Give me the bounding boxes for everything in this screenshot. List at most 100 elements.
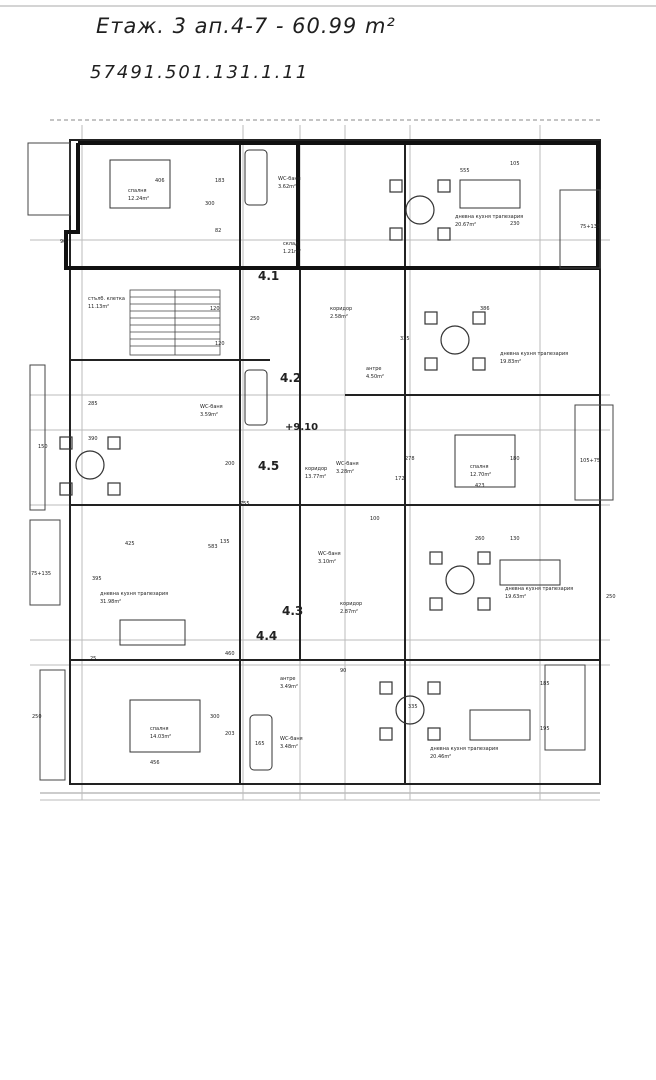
window-dim: 105+75 [580,458,600,464]
dim: 135 [220,539,230,545]
dining-table-1 [389,179,451,241]
dim: 230 [510,221,520,227]
dim: 25 [90,656,96,662]
dim: 335 [408,704,418,710]
room-stairs-area: 11.13m² [88,304,109,310]
dim: 100 [370,516,380,522]
room-wc-lower: WC-баня [318,551,341,557]
dim: 120 [215,341,225,347]
dim: 165 [255,741,265,747]
dim: 285 [88,401,98,407]
room-corridor-main-area: 13.77m² [305,474,326,480]
dim: 555 [460,168,470,174]
dim: 460 [225,651,235,657]
dim: 390 [88,436,98,442]
room-corridor-small: коридор [330,306,352,312]
dim: 755 [240,501,250,507]
bed-2 [454,434,516,488]
room-bath-left: WC-баня [200,404,223,410]
dining-table-2 [424,311,486,371]
room-stairs: стълб. клетка [88,296,125,302]
apartment-label-4-4: 4.4 [256,629,277,643]
dim: 250 [250,316,260,322]
dim: 90 [340,668,346,674]
window-dim: 75+135 [31,571,51,577]
sofa-1 [459,179,521,209]
dim: 183 [215,178,225,184]
dim: 82 [215,228,221,234]
dim: 425 [125,541,135,547]
dim: 260 [475,536,485,542]
dim: 456 [150,760,160,766]
bathtub-2 [244,369,268,426]
dim: 386 [480,306,490,312]
apartment-label-4-1: 4.1 [258,269,279,283]
room-living-left: дневна кухня трапезария [100,591,168,597]
dim: 395 [92,576,102,582]
dim: 423 [475,483,485,489]
room-living-bottom-area: 20.46m² [430,754,451,760]
room-bedroom-top-area: 12.24m² [128,196,149,202]
dim: 130 [510,536,520,542]
room-corridor-small-area: 2.58m² [330,314,348,320]
dim: 172 [395,476,405,482]
room-bedroom-right: спалня [470,464,489,470]
dim: 150 [38,444,48,450]
window-dim: 250 [32,714,42,720]
apartment-label-4-5: 4.5 [258,459,279,473]
dim: 406 [155,178,165,184]
dim: 200 [225,461,235,467]
plan-title: Етаж. 3 ап.4-7 - 60.99 m² [96,14,396,38]
room-bath-top-area: 3.62m² [278,184,296,190]
room-corridor-lower: коридор [340,601,362,607]
room-wc-lower-area: 3.10m² [318,559,336,565]
room-bedroom-right-area: 12.70m² [470,472,491,478]
dim: 278 [405,456,415,462]
room-anteroom-low: антре [280,676,296,682]
room-corridor-main: коридор [305,466,327,472]
bed-3 [129,699,201,753]
apartment-label-4-2: 4.2 [280,371,301,385]
bathtub-3 [249,714,273,771]
room-living-lower-right: дневна кухня трапезария [505,586,573,592]
sofa-3 [469,709,531,741]
dim: 185 [540,681,550,687]
dim: 300 [210,714,220,720]
room-living-top-area: 20.67m² [455,222,476,228]
dining-table-3 [59,436,121,496]
room-closet-top-area: 1.21m² [283,249,301,255]
room-bath-low-area: 3.48m² [280,744,298,750]
room-wc-mid-area: 3.28m² [336,469,354,475]
dim: 120 [210,306,220,312]
room-bath-low: WC-баня [280,736,303,742]
room-wc-mid: WC-баня [336,461,359,467]
room-living-lower-right-area: 19.63m² [505,594,526,600]
room-living-bottom: дневна кухня трапезария [430,746,498,752]
room-living-right-area: 19.83m² [500,359,521,365]
room-anteroom-mid: антре [366,366,382,372]
room-living-right: дневна кухня трапезария [500,351,568,357]
dim: 250 [606,594,616,600]
dining-table-4 [429,551,491,611]
room-living-left-area: 31.98m² [100,599,121,605]
bed-1 [109,159,171,209]
dim: 105 [510,161,520,167]
room-living-top: дневна кухня трапезария [455,214,523,220]
level-mark: +9.10 [285,422,318,433]
dining-table-5 [379,681,441,741]
dim: 90 [60,239,66,245]
apartment-label-4-3: 4.3 [282,604,303,618]
room-bedroom-low-area: 14.03m² [150,734,171,740]
room-bath-left-area: 3.59m² [200,412,218,418]
room-anteroom-low-area: 3.49m² [280,684,298,690]
room-bedroom-top: спалня [128,188,147,194]
dim: 300 [205,201,215,207]
dim: 203 [225,731,235,737]
room-corridor-lower-area: 2.87m² [340,609,358,615]
stairs-drawing [129,289,221,356]
room-anteroom-mid-area: 4.50m² [366,374,384,380]
dim: 180 [510,456,520,462]
dim: 195 [540,726,550,732]
room-bedroom-low: спалня [150,726,169,732]
